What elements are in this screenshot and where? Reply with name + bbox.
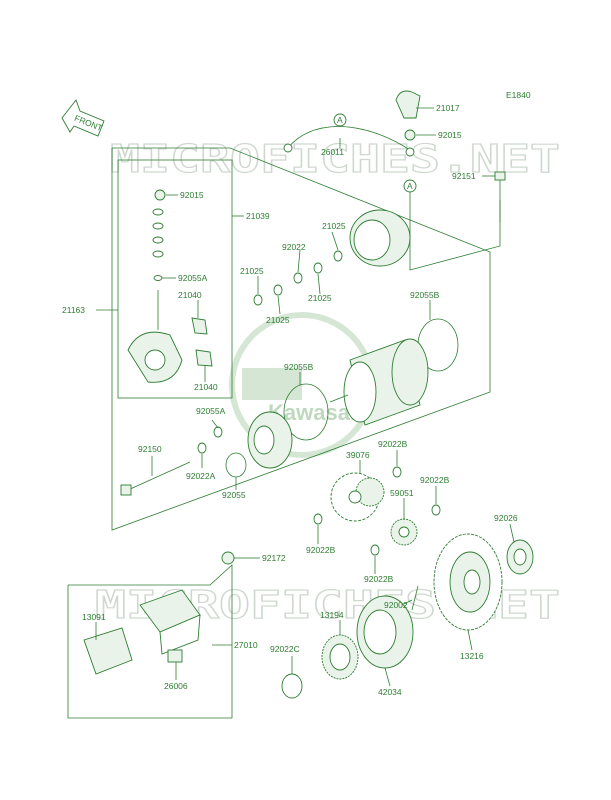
label-92022C: 92022C bbox=[270, 644, 300, 654]
label-21017: 21017 bbox=[436, 103, 460, 113]
seal-92026 bbox=[506, 539, 534, 575]
label-92055A: 92055A bbox=[196, 406, 226, 416]
label-13194: 13194 bbox=[320, 610, 344, 620]
part-labels: 21017 92015 26011 92151 92015 21039 2102… bbox=[62, 103, 518, 697]
label-92055A-top: 92055A bbox=[178, 273, 208, 283]
ref-mark-a-top bbox=[403, 179, 417, 193]
label-13216: 13216 bbox=[460, 651, 484, 661]
label-21039: 21039 bbox=[246, 211, 270, 221]
ring-42034 bbox=[356, 595, 414, 669]
washers-21025 bbox=[253, 250, 343, 306]
sprocket-13216 bbox=[433, 533, 503, 631]
outline-relay bbox=[67, 564, 233, 719]
label-92151: 92151 bbox=[452, 171, 476, 181]
label-21163: 21163 bbox=[62, 305, 85, 315]
outline-main bbox=[111, 147, 491, 531]
washer-92022B-a bbox=[392, 466, 402, 478]
outline-ref bbox=[409, 192, 501, 271]
label-92055: 92055 bbox=[222, 490, 246, 500]
brush-holder-box bbox=[117, 159, 233, 399]
gear-59051 bbox=[390, 518, 418, 546]
brush-holder-parts bbox=[127, 189, 213, 383]
front-arrow-icon: FRONT bbox=[61, 99, 105, 137]
label-26006: 26006 bbox=[164, 681, 188, 691]
washer-92022A bbox=[197, 442, 207, 454]
label-26011: 26011 bbox=[321, 147, 344, 157]
ref-mark-a-cable-label: A bbox=[337, 115, 343, 125]
label-21025-b: 21025 bbox=[240, 266, 264, 276]
starter-end-cover bbox=[349, 209, 411, 267]
label-92022A: 92022A bbox=[186, 471, 216, 481]
label-13091: 13091 bbox=[82, 612, 106, 622]
ref-mark-a-top-label: A bbox=[407, 181, 413, 191]
washer-92022B-d bbox=[370, 544, 380, 556]
o-ring-92055 bbox=[225, 452, 247, 478]
leader-lines bbox=[95, 107, 515, 687]
bolt-92151 bbox=[494, 171, 506, 222]
bolt-92150 bbox=[120, 461, 191, 496]
label-92022B-b: 92022B bbox=[420, 475, 450, 485]
relay-27010 bbox=[139, 589, 201, 655]
ref-mark-a-cable bbox=[333, 113, 347, 127]
relay-cover-13091 bbox=[83, 627, 133, 675]
starter-front-cover bbox=[247, 411, 293, 469]
starter-cable bbox=[283, 126, 415, 157]
connector-26006 bbox=[167, 649, 183, 663]
label-92022: 92022 bbox=[282, 242, 306, 252]
label-92055B-a: 92055B bbox=[410, 290, 440, 300]
label-21040-b: 21040 bbox=[194, 382, 218, 392]
diagram-code: E1840 bbox=[506, 90, 531, 100]
washer-92022B-b bbox=[431, 504, 441, 516]
label-21025-d: 21025 bbox=[266, 315, 290, 325]
label-39076: 39076 bbox=[346, 450, 370, 460]
label-21040-a: 21040 bbox=[178, 290, 202, 300]
label-92150: 92150 bbox=[138, 444, 162, 454]
label-92022B-a: 92022B bbox=[378, 439, 408, 449]
label-21025-c: 21025 bbox=[308, 293, 332, 303]
label-92002: 92002 bbox=[384, 600, 408, 610]
label-92172: 92172 bbox=[262, 553, 286, 563]
starter-motor bbox=[329, 338, 429, 426]
nut-top bbox=[404, 129, 416, 141]
idle-gear-39076 bbox=[330, 472, 385, 522]
label-92015: 92015 bbox=[180, 190, 204, 200]
clutch-13194 bbox=[321, 634, 359, 680]
terminal-cap bbox=[395, 90, 421, 119]
label-92015-top: 92015 bbox=[438, 130, 462, 140]
o-ring-92055B-left bbox=[283, 383, 329, 441]
label-59051: 59051 bbox=[390, 488, 414, 498]
label-92026: 92026 bbox=[494, 513, 518, 523]
washer-92022B-c bbox=[313, 513, 323, 525]
label-92055B-b: 92055B bbox=[284, 362, 314, 372]
label-42034: 42034 bbox=[378, 687, 402, 697]
watermark-top: MICROFICHES.NET bbox=[110, 137, 560, 181]
o-ring-92055A bbox=[213, 426, 223, 438]
label-92022B-c: 92022B bbox=[306, 545, 336, 555]
label-27010: 27010 bbox=[234, 640, 258, 650]
bolt-92002 bbox=[411, 585, 419, 611]
label-92022B-d: 92022B bbox=[364, 574, 394, 584]
label-21025-a: 21025 bbox=[322, 221, 346, 231]
washer-92022C bbox=[281, 673, 303, 699]
screw-92172 bbox=[221, 551, 250, 565]
